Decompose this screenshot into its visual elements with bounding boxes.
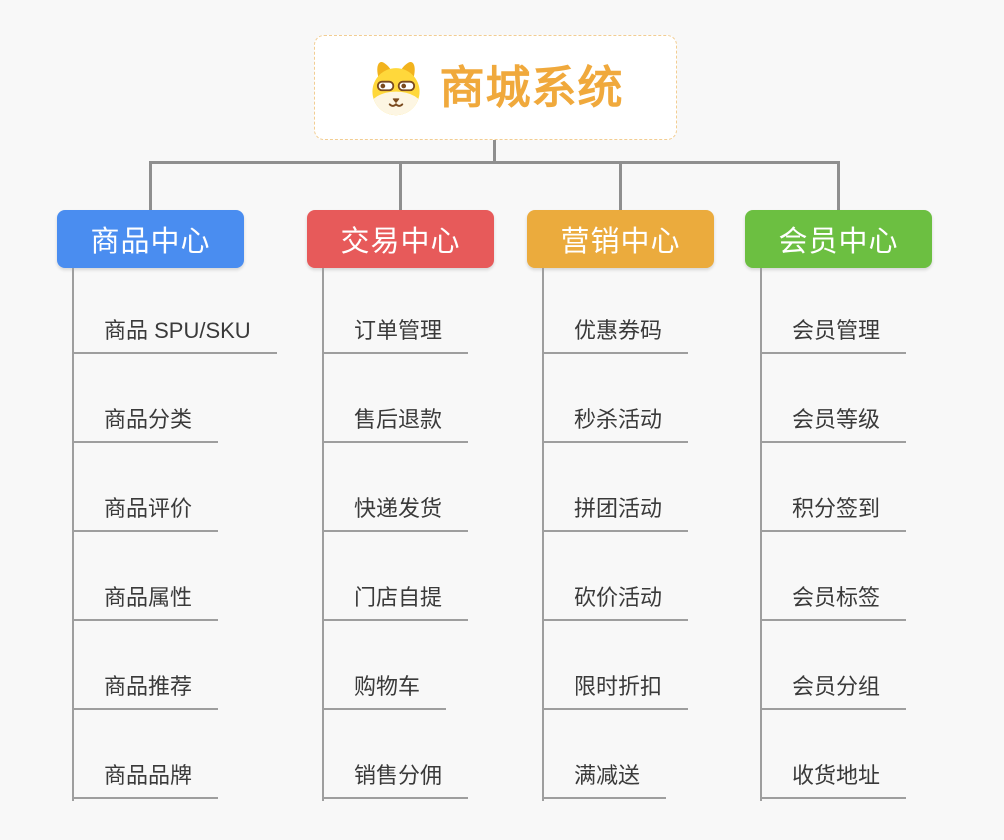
leaf-row: 优惠券码	[542, 265, 689, 354]
branch-label: 会员中心	[778, 226, 899, 258]
leaf-row: 限时折扣	[542, 621, 689, 710]
leaf-node[interactable]: 商品属性	[72, 580, 219, 621]
connector-branch-trunk	[760, 268, 762, 801]
leaf-row: 会员分组	[760, 621, 907, 710]
leaf-node[interactable]: 限时折扣	[542, 669, 689, 710]
connector-root-trunk	[493, 140, 496, 163]
leaf-node[interactable]: 砍价活动	[542, 580, 689, 621]
connector-branch-drop	[399, 161, 402, 210]
leaf-row: 商品品牌	[72, 710, 277, 799]
branch-label: 营销中心	[560, 226, 681, 258]
branch-label: 商品中心	[90, 226, 211, 258]
root-title: 商城系统	[439, 62, 624, 113]
leaf-node[interactable]: 秒杀活动	[542, 402, 689, 443]
leaf-row: 会员等级	[760, 354, 907, 443]
leaf-row: 商品 SPU/SKU	[72, 265, 277, 354]
leaf-node[interactable]: 门店自提	[322, 580, 469, 621]
leaf-row: 会员管理	[760, 265, 907, 354]
leaf-node[interactable]: 积分签到	[760, 491, 907, 532]
branch-node[interactable]: 营销中心	[527, 210, 714, 268]
leaf-node[interactable]: 销售分佣	[322, 758, 469, 799]
leaf-row: 秒杀活动	[542, 354, 689, 443]
leaf-node[interactable]: 会员等级	[760, 402, 907, 443]
leaf-node[interactable]: 满减送	[542, 758, 667, 799]
leaf-row: 会员标签	[760, 532, 907, 621]
connector-branch-drop	[619, 161, 622, 210]
connector-branch-drop	[149, 161, 152, 210]
leaf-node[interactable]: 订单管理	[322, 313, 469, 354]
branch-node[interactable]: 交易中心	[307, 210, 494, 268]
leaf-row: 满减送	[542, 710, 688, 799]
leaf-node[interactable]: 商品推荐	[72, 669, 219, 710]
leaf-row: 商品评价	[72, 443, 277, 532]
connector-branch-drop	[837, 161, 840, 210]
leaf-row: 购物车	[322, 621, 468, 710]
connector-bus	[149, 161, 840, 164]
leaf-node[interactable]: 收货地址	[760, 758, 907, 799]
branch-column: 订单管理 售后退款 快递发货 门店自提 购物车 销售分佣	[322, 265, 469, 799]
branch-label: 交易中心	[340, 226, 461, 258]
leaf-row: 收货地址	[760, 710, 907, 799]
root-node[interactable]: 商城系统	[314, 35, 677, 140]
leaf-row: 拼团活动	[542, 443, 689, 532]
leaf-row: 积分签到	[760, 443, 907, 532]
leaf-row: 门店自提	[322, 532, 469, 621]
leaf-node[interactable]: 商品评价	[72, 491, 219, 532]
branch-node[interactable]: 商品中心	[57, 210, 244, 268]
leaf-node[interactable]: 快递发货	[322, 491, 469, 532]
leaf-node[interactable]: 会员标签	[760, 580, 907, 621]
leaf-node[interactable]: 售后退款	[322, 402, 469, 443]
leaf-row: 砍价活动	[542, 532, 689, 621]
leaf-node[interactable]: 商品品牌	[72, 758, 219, 799]
leaf-node[interactable]: 商品 SPU/SKU	[72, 313, 277, 354]
dog-icon	[372, 61, 421, 115]
leaf-node[interactable]: 会员分组	[760, 669, 907, 710]
leaf-row: 商品属性	[72, 532, 277, 621]
connector-branch-trunk	[322, 268, 324, 801]
connector-branch-trunk	[542, 268, 544, 801]
leaf-node[interactable]: 优惠券码	[542, 313, 689, 354]
connector-branch-trunk	[72, 268, 74, 801]
leaf-row: 销售分佣	[322, 710, 469, 799]
branch-column: 商品 SPU/SKU 商品分类 商品评价 商品属性 商品推荐 商品品牌	[72, 265, 277, 799]
leaf-node[interactable]: 商品分类	[72, 402, 219, 443]
leaf-node[interactable]: 会员管理	[760, 313, 907, 354]
branch-column: 会员管理 会员等级 积分签到 会员标签 会员分组 收货地址	[760, 265, 907, 799]
branch-column: 优惠券码 秒杀活动 拼团活动 砍价活动 限时折扣 满减送	[542, 265, 689, 799]
leaf-node[interactable]: 购物车	[322, 669, 447, 710]
leaf-row: 快递发货	[322, 443, 469, 532]
leaf-row: 订单管理	[322, 265, 469, 354]
branch-node[interactable]: 会员中心	[745, 210, 932, 268]
leaf-row: 商品分类	[72, 354, 277, 443]
leaf-node[interactable]: 拼团活动	[542, 491, 689, 532]
leaf-row: 售后退款	[322, 354, 469, 443]
leaf-row: 商品推荐	[72, 621, 277, 710]
